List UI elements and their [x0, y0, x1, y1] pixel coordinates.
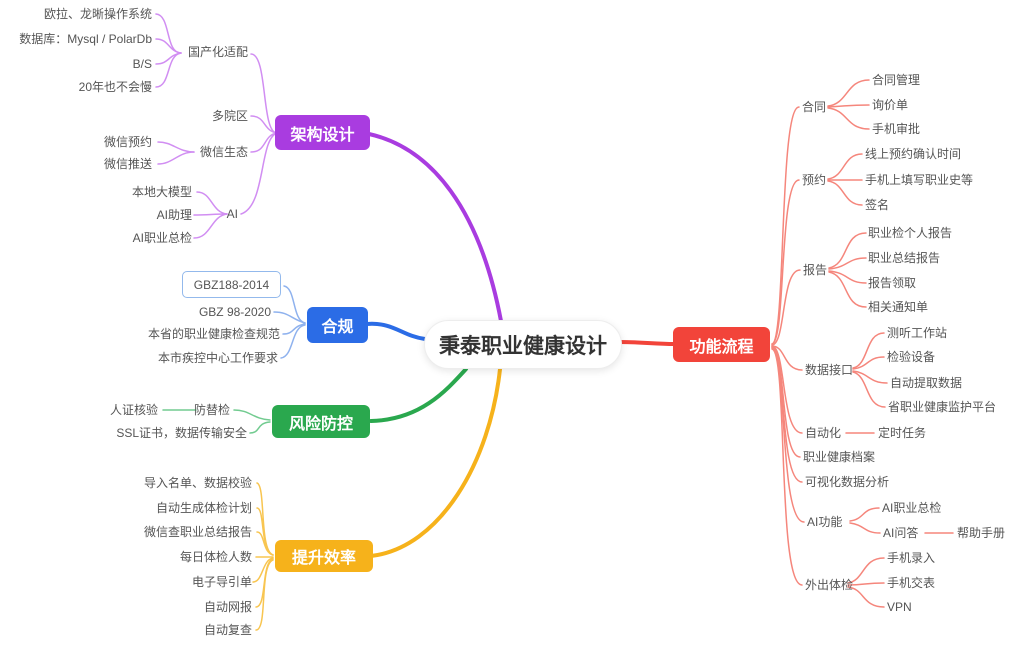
leaf-mobile-history-form[interactable]: 手机上填写职业史等 — [865, 173, 974, 187]
leaf-vpn[interactable]: VPN — [887, 600, 912, 614]
leaf-ai-occupational-check[interactable]: AI职业总检 — [132, 231, 192, 245]
leaf-personal-report[interactable]: 职业检个人报告 — [868, 226, 953, 240]
topic-anti-substitution[interactable]: 防替检 — [193, 403, 230, 417]
leaf-summary-report[interactable]: 职业总结报告 — [868, 251, 941, 265]
topic-ai-qa[interactable]: AI问答 — [883, 526, 919, 540]
leaf-gbz188-selected[interactable]: GBZ188-2014 — [182, 271, 281, 298]
topic-multi-campus[interactable]: 多院区 — [211, 109, 248, 123]
leaf-e-guide-sheet[interactable]: 电子导引单 — [191, 575, 252, 589]
leaf-auto-data-extract[interactable]: 自动提取数据 — [890, 376, 963, 390]
leaf-mobile-form-submit[interactable]: 手机交表 — [887, 576, 936, 590]
leaf-database[interactable]: 数据库：Mysql / PolarDb — [19, 32, 152, 46]
leaf-daily-exam-count[interactable]: 每日体检人数 — [179, 550, 252, 564]
topic-contract[interactable]: 合同 — [802, 100, 827, 114]
leaf-gbz98[interactable]: GBZ 98-2020 — [198, 305, 271, 319]
leaf-ai-summary-check[interactable]: AI职业总检 — [882, 501, 942, 515]
efficiency-sub-connectors — [252, 482, 274, 631]
leaf-identity-verification[interactable]: 人证核验 — [109, 403, 158, 417]
branch-architecture[interactable]: 架构设计 — [275, 115, 370, 150]
leaf-import-list[interactable]: 导入名单、数据校验 — [143, 476, 252, 490]
topic-automation[interactable]: 自动化 — [805, 426, 842, 440]
leaf-quotation[interactable]: 询价单 — [872, 98, 909, 112]
leaf-audiometry-workstation[interactable]: 测听工作站 — [887, 326, 948, 340]
leaf-auto-exam-plan[interactable]: 自动生成体检计划 — [155, 501, 252, 515]
leaf-visual-analytics[interactable]: 可视化数据分析 — [805, 475, 890, 489]
topic-booking[interactable]: 预约 — [802, 173, 827, 187]
leaf-province-platform[interactable]: 省职业健康监护平台 — [888, 400, 997, 414]
leaf-wechat-push[interactable]: 微信推送 — [103, 157, 152, 171]
leaf-contract-management[interactable]: 合同管理 — [872, 73, 921, 87]
central-topic[interactable]: 秉泰职业健康设计 — [424, 320, 622, 369]
topic-field-exam[interactable]: 外出体检 — [805, 578, 854, 592]
topic-data-interface[interactable]: 数据接口 — [805, 363, 854, 377]
branch-compliance[interactable]: 合规 — [307, 307, 368, 343]
leaf-province-standard[interactable]: 本省的职业健康检查规范 — [147, 327, 280, 341]
leaf-mobile-entry[interactable]: 手机录入 — [887, 551, 936, 565]
topic-localization[interactable]: 国产化适配 — [187, 45, 248, 59]
leaf-ai-assistant[interactable]: AI助理 — [156, 208, 192, 222]
leaf-online-booking-time[interactable]: 线上预约确认时间 — [865, 147, 962, 161]
leaf-wechat-report-query[interactable]: 微信查职业总结报告 — [143, 525, 252, 539]
leaf-auto-recheck[interactable]: 自动复查 — [203, 623, 252, 637]
branch-risk-control[interactable]: 风险防控 — [272, 405, 370, 438]
topic-ai[interactable]: AI — [226, 207, 238, 221]
leaf-health-archive[interactable]: 职业健康档案 — [803, 450, 876, 464]
leaf-related-notices[interactable]: 相关通知单 — [868, 300, 929, 314]
leaf-local-llm[interactable]: 本地大模型 — [131, 185, 192, 199]
leaf-bs[interactable]: B/S — [132, 57, 152, 71]
leaf-signature[interactable]: 签名 — [865, 198, 890, 212]
leaf-os[interactable]: 欧拉、龙晰操作系统 — [43, 7, 152, 21]
leaf-auto-web-report[interactable]: 自动网报 — [203, 600, 252, 614]
topic-wechat-ecosystem[interactable]: 微信生态 — [199, 145, 248, 159]
leaf-city-cdc-requirement[interactable]: 本市疾控中心工作要求 — [157, 351, 278, 365]
branch-efficiency[interactable]: 提升效率 — [275, 540, 373, 572]
leaf-help-manual[interactable]: 帮助手册 — [957, 526, 1006, 540]
topic-report[interactable]: 报告 — [803, 263, 828, 277]
leaf-lab-equipment[interactable]: 检验设备 — [887, 350, 936, 364]
leaf-mobile-approval[interactable]: 手机审批 — [872, 122, 921, 136]
leaf-ssl-security[interactable]: SSL证书，数据传输安全 — [116, 426, 247, 440]
leaf-report-pickup[interactable]: 报告领取 — [868, 276, 917, 290]
leaf-scheduled-tasks[interactable]: 定时任务 — [878, 426, 927, 440]
topic-ai-features[interactable]: AI功能 — [807, 515, 843, 529]
leaf-wechat-booking[interactable]: 微信预约 — [103, 135, 152, 149]
leaf-not-slow[interactable]: 20年也不会慢 — [78, 80, 152, 94]
branch-function-flow[interactable]: 功能流程 — [673, 327, 770, 362]
